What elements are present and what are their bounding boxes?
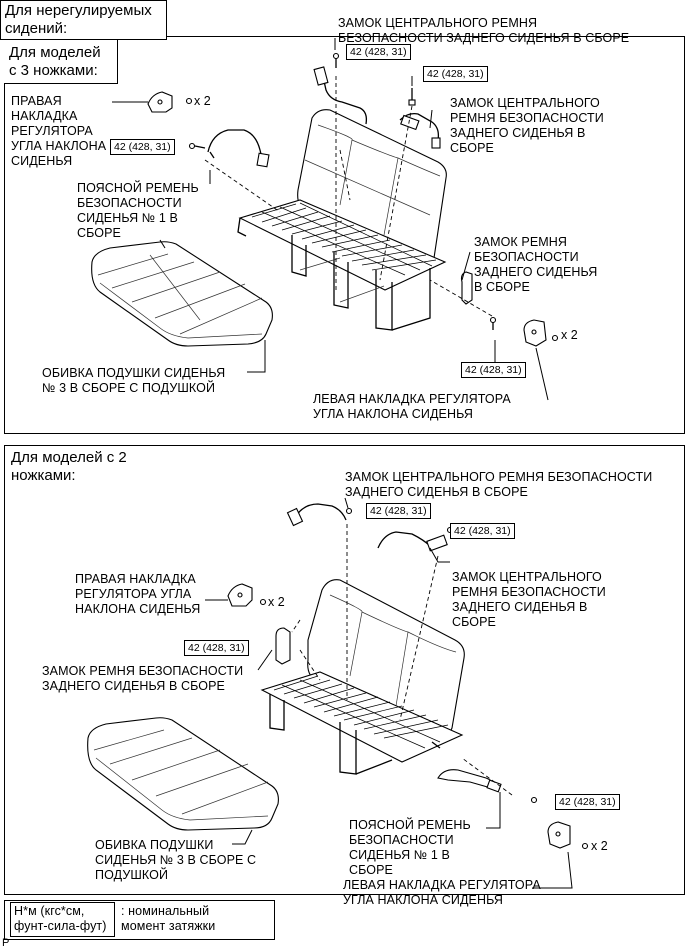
quantity-right-cover-2leg: x 2 [268, 595, 285, 609]
torque-badge-8: 42 (428, 31) [555, 794, 620, 810]
center-buckle-right-2leg [377, 526, 454, 552]
seat-frame-2leg [260, 671, 464, 775]
section-title-2leg: Для моделей с 2 ножками: [11, 449, 127, 484]
label-right-cover-3leg: ПРАВАЯ НАКЛАДКА РЕГУЛЯТОРА УГЛА НАКЛОНА … [11, 94, 107, 168]
torque-badge-6: 42 (428, 31) [450, 523, 515, 539]
legend-unit: Н*м (кгс*см, фунт-сила-фут) [14, 904, 107, 933]
label-center-buckle-right-3leg: ЗАМОК ЦЕНТРАЛЬНОГО РЕМНЯ БЕЗОПАСНОСТИ ЗА… [450, 96, 604, 155]
buckle-3leg [460, 271, 497, 330]
quantity-left-cover-3leg: x 2 [561, 328, 578, 342]
torque-badge-1: 42 (428, 31) [346, 44, 411, 60]
label-right-cover-2leg: ПРАВАЯ НАКЛАДКА РЕГУЛЯТОРА УГЛА НАКЛОНА … [75, 572, 201, 616]
left-cover-3leg [523, 319, 559, 347]
right-cover-3leg [112, 91, 193, 113]
label-left-cover-2leg: ЛЕВАЯ НАКЛАДКА РЕГУЛЯТОРА УГЛА НАКЛОНА С… [343, 878, 541, 907]
center-buckle-right-3leg [399, 88, 441, 149]
label-lap-belt-3leg: ПОЯСНОЙ РЕМЕНЬ БЕЗОПАСНОСТИ СИДЕНЬЯ № 1 … [77, 181, 199, 240]
label-buckle-3leg: ЗАМОК РЕМНЯ БЕЗОПАСНОСТИ ЗАДНЕГО СИДЕНЬЯ… [474, 235, 598, 294]
lap-belt-3leg [188, 129, 270, 168]
legend-description: : номинальный момент затяжки [121, 904, 216, 933]
lap-belt-2leg [437, 769, 538, 804]
seat-cushion-3leg [91, 241, 273, 347]
right-cover-2leg [227, 583, 267, 607]
torque-badge-3: 42 (428, 31) [110, 139, 175, 155]
seat-frame-3leg [237, 199, 447, 331]
label-buckle-2leg: ЗАМОК РЕМНЯ БЕЗОПАСНОСТИ ЗАДНЕГО СИДЕНЬЯ… [42, 664, 244, 693]
torque-badge-7: 42 (428, 31) [184, 640, 249, 656]
buckle-2leg [275, 627, 291, 665]
header-tab [0, 0, 167, 40]
torque-badge-4: 42 (428, 31) [461, 362, 526, 378]
quantity-left-cover-2leg: x 2 [591, 839, 608, 853]
label-cushion-3leg: ОБИВКА ПОДУШКИ СИДЕНЬЯ № 3 В СБОРЕ С ПОД… [42, 366, 226, 395]
torque-badge-5: 42 (428, 31) [366, 503, 431, 519]
section-title-box-3leg [4, 40, 118, 84]
left-cover-2leg [547, 821, 589, 850]
quantity-right-cover-3leg: x 2 [194, 94, 211, 108]
label-cushion-2leg: ОБИВКА ПОДУШКИ СИДЕНЬЯ № 3 В СБОРЕ С ПОД… [95, 838, 257, 882]
center-belt-top-3leg [313, 52, 368, 125]
seat-cushion-2leg [87, 717, 279, 831]
seat-back-3leg [297, 109, 447, 265]
center-belt-top-2leg [286, 503, 353, 527]
label-lap-belt-2leg: ПОЯСНОЙ РЕМЕНЬ БЕЗОПАСНОСТИ СИДЕНЬЯ № 1 … [349, 818, 471, 877]
legend-unit-box [10, 902, 115, 937]
label-center-buckle-top-2leg: ЗАМОК ЦЕНТРАЛЬНОГО РЕМНЯ БЕЗОПАСНОСТИ ЗА… [345, 470, 653, 499]
section-title-3leg: Для моделей с 3 ножками: [9, 44, 101, 79]
torque-badge-2: 42 (428, 31) [423, 66, 488, 82]
label-left-cover-3leg: ЛЕВАЯ НАКЛАДКА РЕГУЛЯТОРА УГЛА НАКЛОНА С… [313, 392, 511, 421]
header-tab-text: Для нерегулируемых сидений: [5, 2, 152, 37]
label-center-buckle-top-3leg: ЗАМОК ЦЕНТРАЛЬНОГО РЕМНЯ БЕЗОПАСНОСТИ ЗА… [338, 16, 630, 45]
label-center-buckle-right-2leg: ЗАМОК ЦЕНТРАЛЬНОГО РЕМНЯ БЕЗОПАСНОСТИ ЗА… [452, 570, 606, 629]
page-marker: P [2, 937, 10, 949]
